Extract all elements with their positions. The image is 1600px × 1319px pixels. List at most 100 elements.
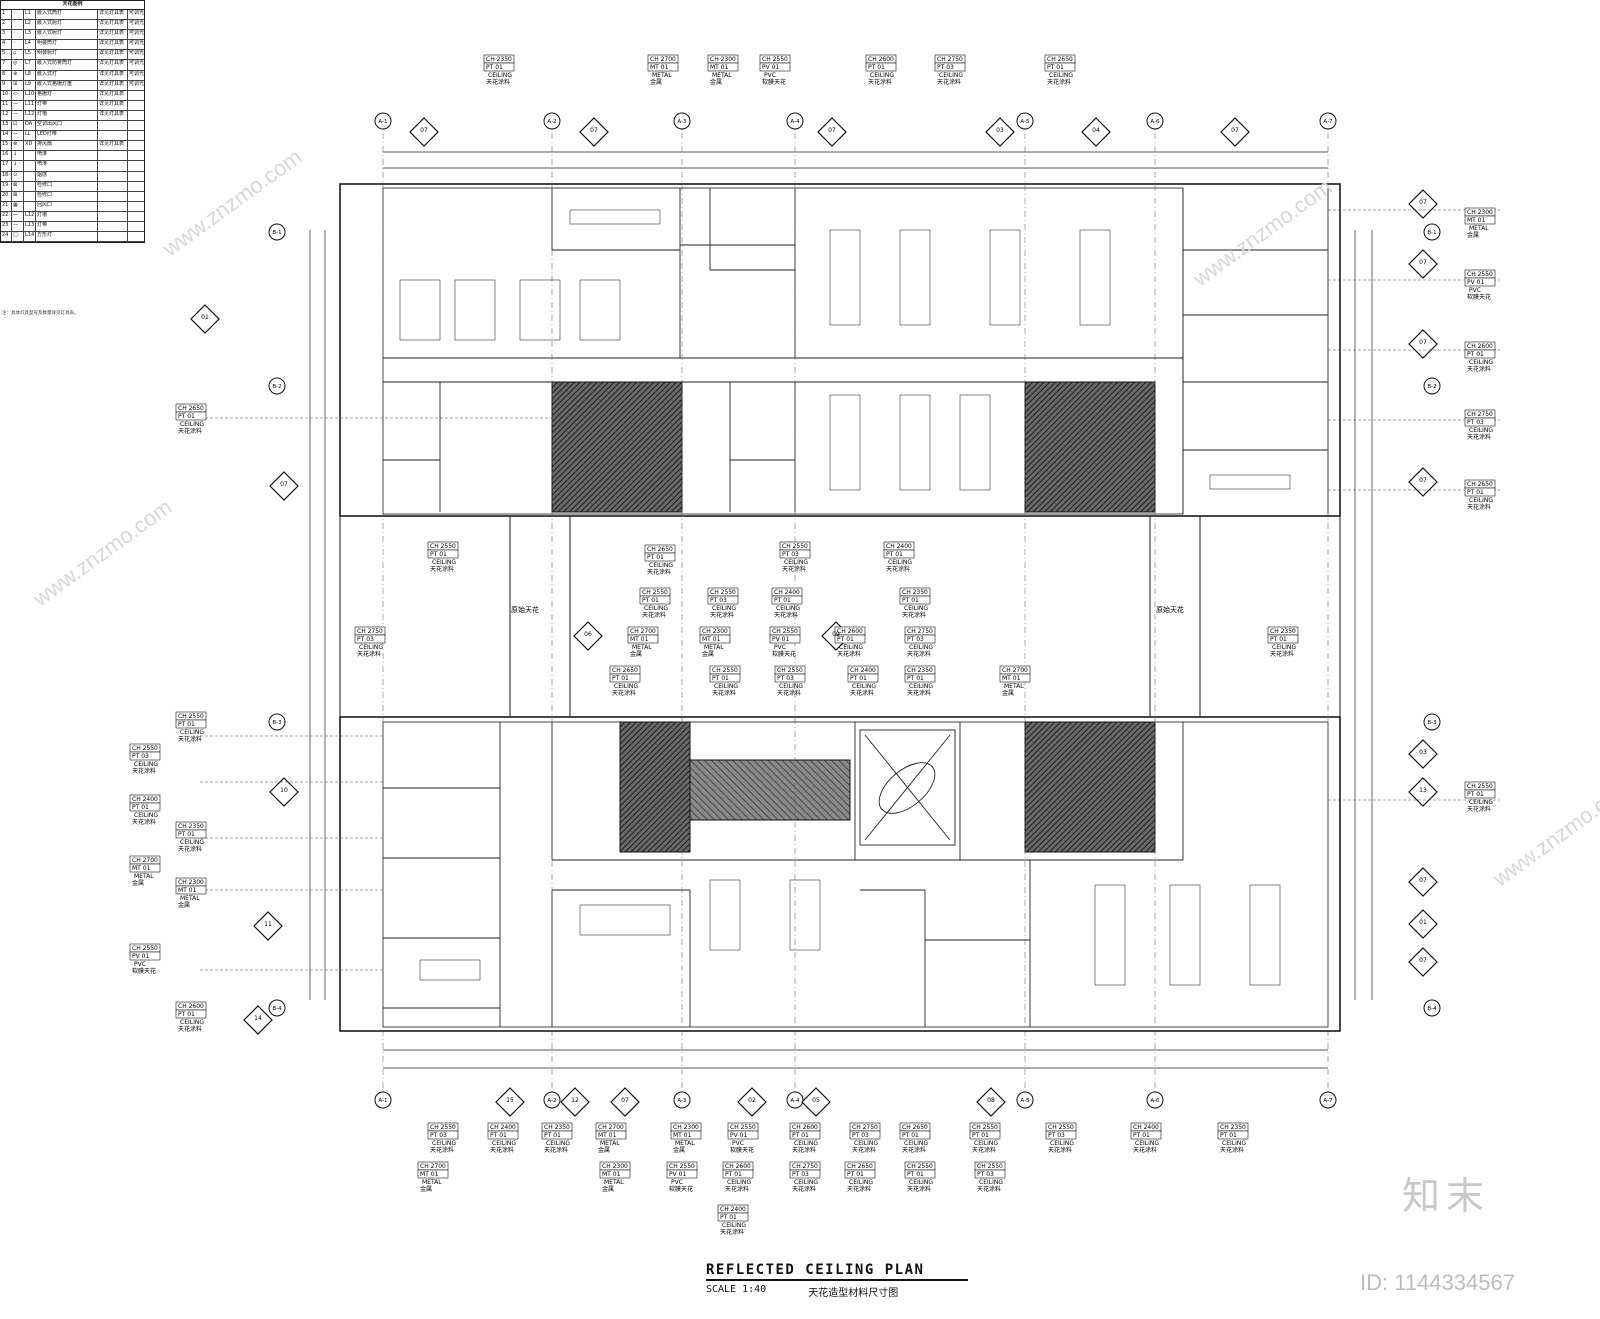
area-note: 原始天花: [1156, 605, 1184, 614]
legend-cell-sym: ◦: [12, 20, 24, 30]
material-code-tag: PT 01: [902, 597, 919, 604]
material-name-cn-tag: 天花涂料: [902, 611, 926, 619]
ceiling-height-tag: CH 2350: [907, 667, 933, 674]
section-mark-number: 07: [420, 127, 428, 134]
material-code-tag: PT 03: [1048, 1132, 1065, 1139]
legend-cell-sym: —: [12, 131, 24, 141]
legend-cell-sym: ⊠: [12, 181, 24, 191]
material-name-cn-tag: 天花涂料: [178, 427, 202, 435]
ceiling-height-tag: CH 2550: [1467, 783, 1493, 790]
ceiling-height-tag: CH 2650: [1467, 481, 1493, 488]
ceiling-tag-box: [774, 673, 806, 683]
grid-label: A-2: [547, 119, 556, 125]
material-name-tag: CEILING: [1049, 72, 1073, 79]
ceiling-tag-box: [722, 1169, 754, 1179]
material-code-tag: PV 01: [772, 636, 789, 643]
legend-cell-desc: 嵌入式防雾筒灯: [36, 60, 98, 70]
ceiling-tag-box: [883, 549, 915, 559]
legend-cell-no: 10: [1, 90, 12, 100]
ceiling-tag-box: [417, 1169, 449, 1179]
section-mark-number: 15: [506, 1097, 514, 1104]
material-name-tag: CEILING: [714, 683, 738, 690]
legend-cell-desc: 嵌入式射灯: [36, 30, 98, 40]
ceiling-height-tag: CH 2350: [1270, 628, 1296, 635]
legend-cell-no: 5: [1, 50, 12, 60]
material-name-tag: CEILING: [727, 1179, 751, 1186]
legend-cell-no: 13: [1, 121, 12, 131]
material-code-tag: PT 01: [178, 831, 195, 838]
material-name-tag: METAL: [134, 873, 154, 880]
ceiling-height-tag: CH 2550: [782, 543, 808, 550]
ceiling-height-tag: CH 2300: [178, 879, 204, 886]
ceiling-height-tag: CH 2350: [486, 56, 512, 63]
section-mark-number: 14: [254, 1015, 262, 1022]
material-name-cn-tag: 天花涂料: [774, 611, 798, 619]
legend-cell-c4: [98, 221, 128, 232]
ceiling-height-tag: CH 2400: [850, 667, 876, 674]
material-name-tag: PVC: [671, 1179, 683, 1186]
legend-cell-code: [24, 151, 36, 161]
ceiling-height-tag: CH 2600: [837, 628, 863, 635]
ceiling-height-tag: CH 2300: [702, 628, 728, 635]
ceiling-height-tag: CH 2700: [132, 857, 158, 864]
ceiling-tag-box: [129, 951, 161, 961]
legend-cell-code: L8: [24, 70, 36, 80]
material-code-tag: MT 01: [673, 1132, 692, 1139]
callout-leaders: [200, 209, 1500, 971]
section-mark-number: 07: [590, 127, 598, 134]
material-name-cn-tag: 天花涂料: [178, 1025, 202, 1033]
material-code-tag: PT 01: [1467, 351, 1484, 358]
ceiling-height-tag: CH 2400: [774, 589, 800, 596]
drawing-title: REFLECTED CEILING PLAN: [706, 1262, 968, 1281]
material-name-tag: CEILING: [794, 1179, 818, 1186]
ceiling-height-tag: CH 2750: [357, 628, 383, 635]
legend-cell-code: L7: [24, 60, 36, 70]
legend-cell-no: 17: [1, 161, 12, 171]
material-code-tag: PT 03: [430, 1132, 447, 1139]
material-code-tag: PV 01: [669, 1171, 686, 1178]
material-name-cn-tag: 天花涂料: [972, 1146, 996, 1154]
ceiling-height-tag: CH 2300: [673, 1124, 699, 1131]
legend-cell-desc: 明装筒灯: [36, 40, 98, 50]
ceiling-height-tag: CH 2550: [669, 1163, 695, 1170]
section-mark-number: 10: [280, 787, 288, 794]
ceiling-tag-box: [969, 1130, 1001, 1140]
legend-cell-sym: ▫: [12, 50, 24, 60]
material-name-tag: METAL: [704, 644, 724, 651]
material-name-cn-tag: 天花涂料: [178, 735, 202, 743]
legend-cell-sym: ◦: [12, 40, 24, 50]
ceiling-tag-box: [934, 62, 966, 72]
ceiling-tag-box: [1464, 487, 1496, 497]
material-name-tag: METAL: [600, 1140, 620, 1147]
material-name-cn-tag: 天花涂料: [852, 1146, 876, 1154]
legend-cell-c4: 详见灯具表: [98, 50, 128, 60]
material-code-tag: MT 01: [650, 64, 669, 71]
ceiling-tag-box: [595, 1130, 627, 1140]
material-name-tag: PVC: [732, 1140, 744, 1147]
material-name-tag: CEILING: [974, 1140, 998, 1147]
material-name-tag: CEILING: [712, 605, 736, 612]
material-name-tag: PVC: [134, 961, 146, 968]
legend-cell-c5: 可调光: [129, 40, 144, 47]
legend-cell-c4: 详见灯具表: [98, 30, 128, 40]
grid-label: B-2: [272, 384, 281, 390]
material-name-tag: CEILING: [492, 1140, 516, 1147]
legend-cell-desc: 检修口: [36, 191, 98, 201]
material-code-tag: MT 01: [702, 636, 721, 643]
ceiling-height-tag: CH 2300: [1467, 209, 1493, 216]
ceiling-height-tag: CH 2750: [937, 56, 963, 63]
material-name-cn-tag: 天花涂料: [486, 78, 510, 86]
legend-cell-c4: [98, 121, 128, 131]
legend-cell-desc: 检修口: [36, 181, 98, 191]
material-name-tag: CEILING: [784, 559, 808, 566]
legend-cell-c5: 可调光: [129, 60, 144, 67]
ceiling-tag-box: [175, 885, 207, 895]
material-code-tag: PT 01: [907, 675, 924, 682]
ceiling-tag-box: [1464, 215, 1496, 225]
material-code-tag: PT 03: [357, 636, 374, 643]
section-mark-number: 04: [1092, 127, 1100, 134]
